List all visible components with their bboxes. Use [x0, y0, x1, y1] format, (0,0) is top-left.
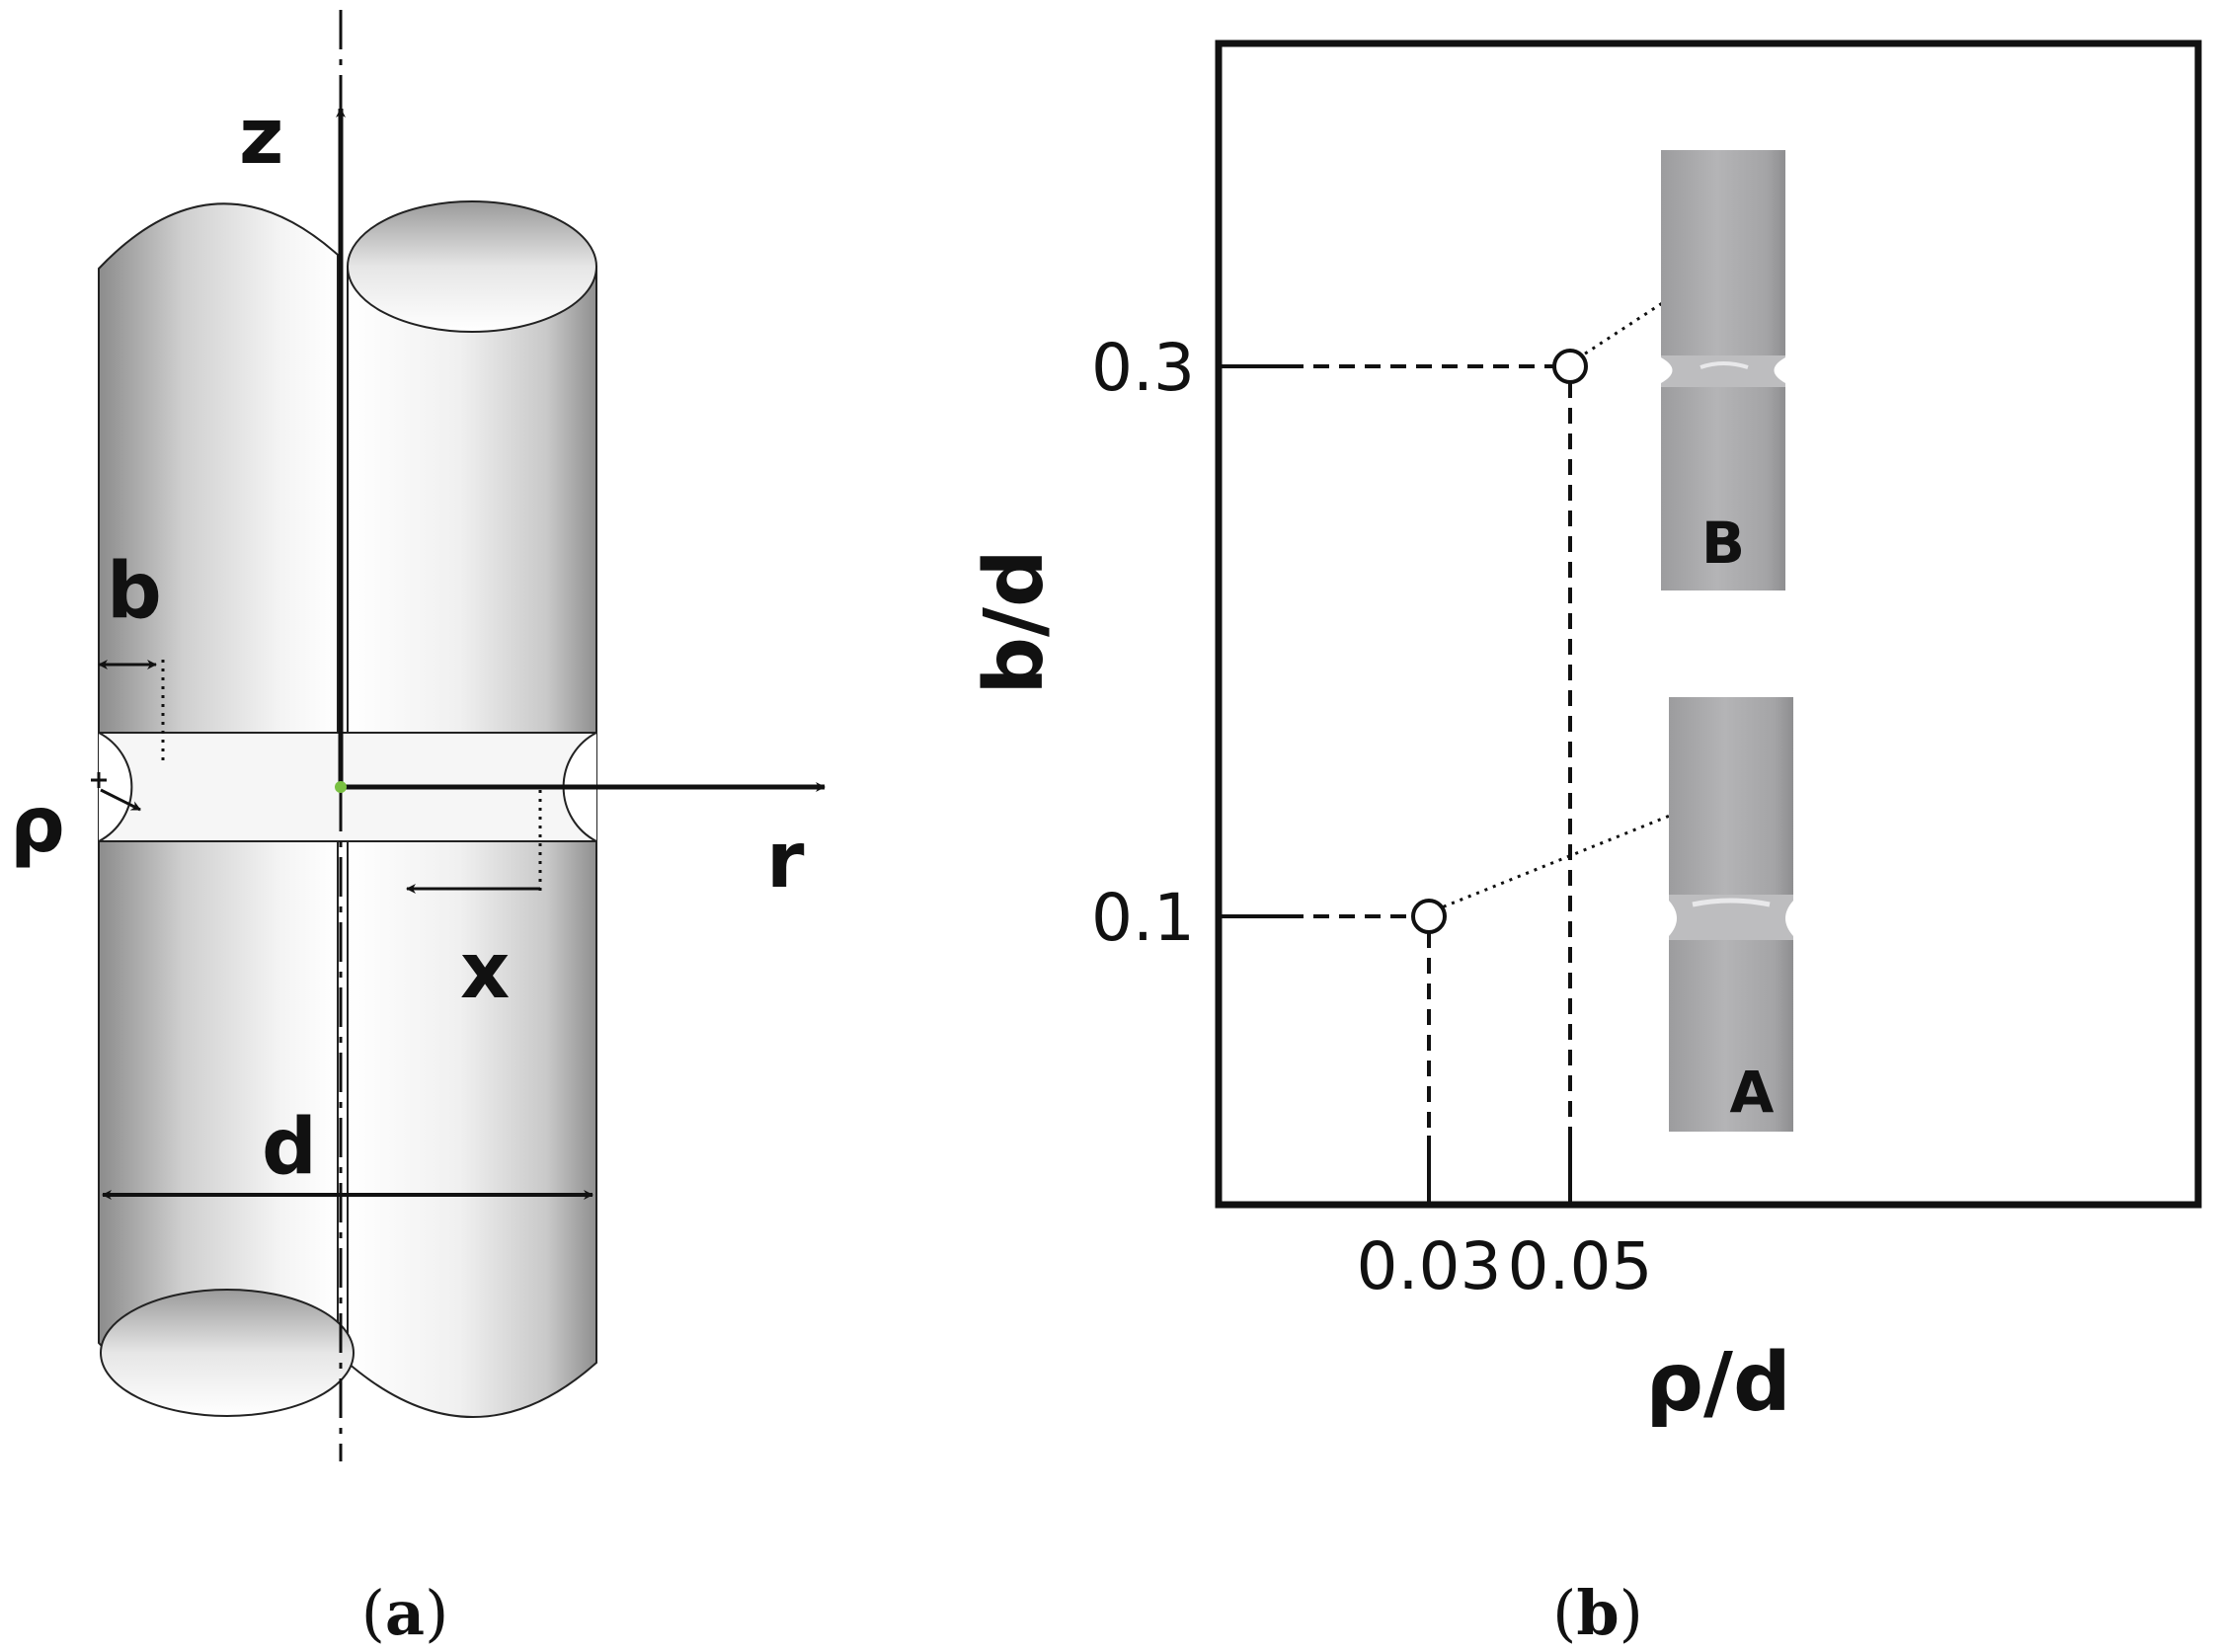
panel-a: z r b ρ x d (a)	[10, 10, 826, 1649]
rho-radius-arrow	[100, 788, 141, 812]
data-points	[1411, 349, 1588, 934]
guide-lines	[1219, 364, 1572, 1205]
x-axis-label: ρ/d	[1645, 1336, 1790, 1430]
x-dim-label: x	[460, 927, 510, 1016]
z-axis-label: z	[239, 93, 283, 182]
y-axis-label: b/d	[968, 549, 1062, 694]
cylinder-bottom-cap	[100, 1289, 355, 1417]
specimen-a: A	[1669, 697, 1793, 1132]
b-dim-label: b	[107, 547, 162, 636]
rho-dim-label: ρ	[10, 781, 65, 870]
specimen-b-label: B	[1701, 510, 1745, 577]
origin-dot	[335, 781, 347, 793]
y-tick-label: 0.3	[1091, 330, 1195, 406]
data-point-b	[1552, 349, 1588, 384]
specimen-b: B	[1661, 150, 1785, 590]
r-axis-label: r	[766, 817, 805, 905]
panel-b: B A 0.1 0.3 0.03 0.05 b/d ρ/d (b)	[968, 39, 2202, 1649]
data-point-a	[1411, 899, 1447, 934]
notch-left	[98, 732, 133, 842]
x-tick-label: 0.05	[1508, 1228, 1653, 1304]
caption-a: (a)	[361, 1577, 449, 1649]
x-tick-label: 0.03	[1357, 1228, 1502, 1304]
cylinder-top-cap	[347, 200, 597, 333]
specimen-a-label: A	[1730, 1059, 1775, 1126]
leader-line-a	[1426, 785, 1742, 915]
plot-frame	[1215, 39, 2202, 1209]
y-tick-label: 0.1	[1091, 880, 1195, 956]
caption-b: (b)	[1552, 1577, 1643, 1649]
d-dim-label: d	[262, 1103, 317, 1192]
